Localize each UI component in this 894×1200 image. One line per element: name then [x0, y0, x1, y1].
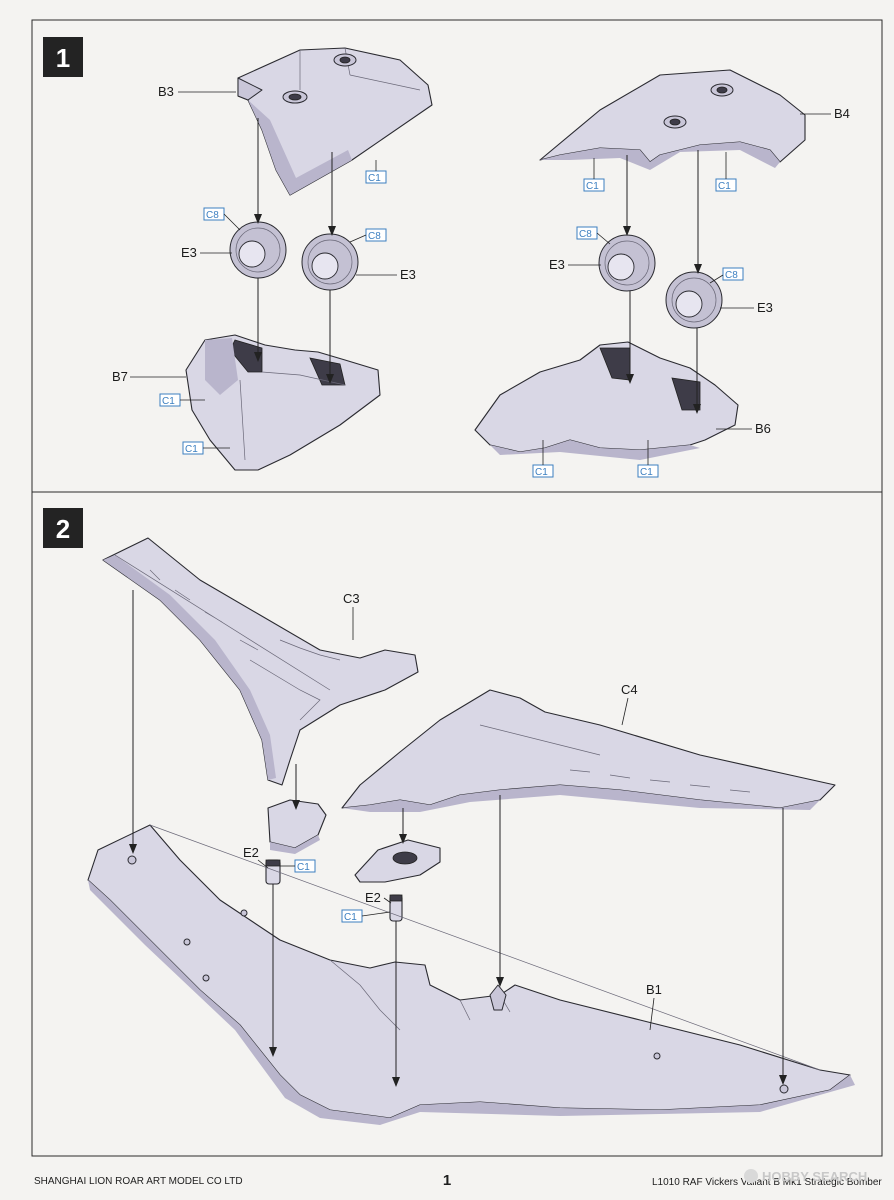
badge-c1: C1 — [637, 464, 659, 478]
page-number: 1 — [443, 1172, 451, 1189]
svg-text:C8: C8 — [206, 210, 219, 221]
part-e3-fan-1 — [229, 221, 287, 279]
label-e3-4: E3 — [757, 300, 773, 315]
step-1-number: 1 — [56, 43, 70, 73]
svg-text:C1: C1 — [586, 181, 599, 192]
part-e3-fan-3 — [598, 234, 656, 292]
label-b1: B1 — [646, 982, 662, 997]
label-c4: C4 — [621, 682, 638, 697]
part-c3-upper-wing-left — [102, 537, 419, 786]
svg-text:C1: C1 — [185, 444, 198, 455]
badge-c1: C1 — [159, 393, 181, 407]
svg-text:C1: C1 — [297, 862, 310, 873]
step-2-badge: 2 — [43, 508, 83, 548]
part-e2-left — [265, 859, 281, 885]
footer-kit-title: L1010 RAF Vickers Valiant B Mk1 Strategi… — [652, 1177, 882, 1188]
badge-c1: C1 — [341, 909, 363, 923]
badge-c8: C8 — [576, 226, 598, 240]
label-b3: B3 — [158, 84, 174, 99]
badge-c1: C1 — [583, 178, 605, 192]
svg-text:C1: C1 — [368, 173, 381, 184]
step-2-frame — [31, 491, 883, 1157]
part-e3-fan-2 — [301, 233, 359, 291]
svg-text:C1: C1 — [162, 396, 175, 407]
label-e2-right: E2 — [365, 890, 381, 905]
svg-text:C8: C8 — [368, 231, 381, 242]
step-2-part-badges: C1 C1 — [280, 859, 391, 923]
svg-text:C1: C1 — [344, 912, 357, 923]
hobby-search-watermark: HOBBY SEARCH — [744, 1169, 867, 1184]
label-b7: B7 — [112, 369, 128, 384]
part-b6-lower-intake — [474, 341, 739, 460]
badge-c8: C8 — [365, 228, 387, 242]
part-e3-fan-4 — [665, 271, 723, 329]
part-b4-upper-intake — [539, 69, 806, 170]
svg-text:C1: C1 — [718, 181, 731, 192]
part-e2-right — [389, 894, 403, 922]
label-e3-3: E3 — [549, 257, 565, 272]
label-e3-1: E3 — [181, 245, 197, 260]
part-intake-fairing-2 — [354, 839, 441, 883]
badge-c1: C1 — [294, 859, 316, 873]
step-2-labels: C3 C4 B1 E2 E2 — [243, 591, 662, 1031]
step-1-labels: B3 B4 B7 B6 E3 E3 E3 E3 — [112, 84, 850, 436]
label-b4: B4 — [834, 106, 850, 121]
svg-text:C1: C1 — [640, 467, 653, 478]
step-1-badge: 1 — [43, 37, 83, 77]
label-e3-2: E3 — [400, 267, 416, 282]
svg-text:C8: C8 — [579, 229, 592, 240]
label-c3: C3 — [343, 591, 360, 606]
step-2-assembly-arrows — [129, 590, 787, 1087]
part-b1-lower-wing — [87, 824, 855, 1125]
step-1-assembly-arrows — [254, 118, 702, 414]
svg-text:C1: C1 — [535, 467, 548, 478]
step-2-number: 2 — [56, 514, 70, 544]
badge-c1: C1 — [182, 441, 204, 455]
badge-c8: C8 — [722, 267, 744, 281]
part-intake-fairing-1 — [267, 799, 327, 854]
part-b3-upper-intake — [237, 47, 433, 196]
badge-c1: C1 — [532, 464, 554, 478]
label-b6: B6 — [755, 421, 771, 436]
step-1-part-badges: C1 C1 C1 C8 C8 C8 C8 C1 C1 C1 C1 — [159, 152, 744, 478]
badge-c1: C1 — [715, 178, 737, 192]
footer: SHANGHAI LION ROAR ART MODEL CO LTD 1 L1… — [34, 1169, 882, 1189]
part-c4-upper-wing-right — [341, 689, 836, 812]
label-e2-left: E2 — [243, 845, 259, 860]
watermark-text: HOBBY SEARCH — [762, 1169, 867, 1184]
footer-company: SHANGHAI LION ROAR ART MODEL CO LTD — [34, 1176, 243, 1187]
part-b7-lower-intake — [185, 334, 381, 471]
badge-c1: C1 — [365, 170, 387, 184]
svg-text:C8: C8 — [725, 270, 738, 281]
badge-c8: C8 — [203, 207, 225, 221]
